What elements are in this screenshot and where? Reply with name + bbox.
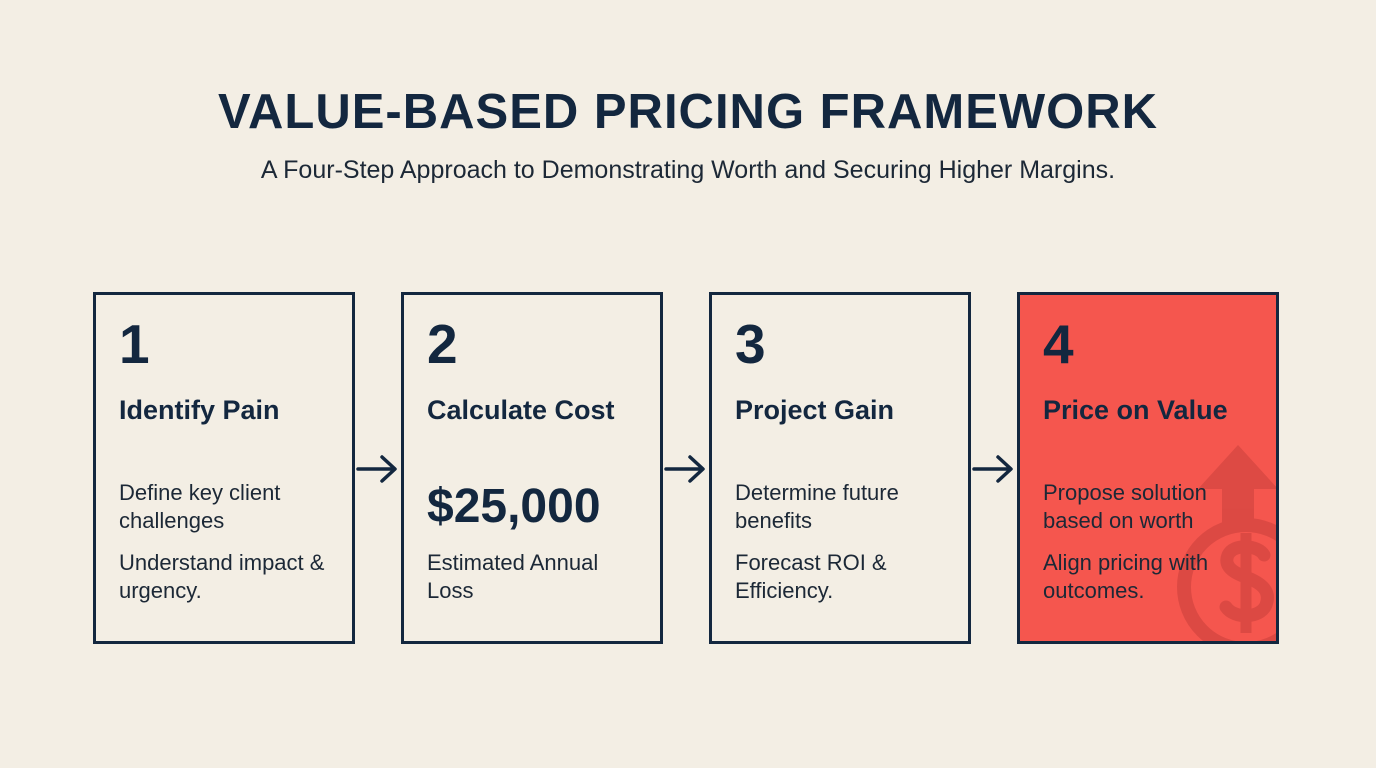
step-title: Project Gain <box>735 395 895 425</box>
step-number: 4 <box>1043 313 1074 375</box>
step-number: 2 <box>427 313 458 375</box>
page-subtitle: A Four-Step Approach to Demonstrating Wo… <box>260 156 1116 184</box>
arrow-right-icon <box>356 455 397 483</box>
step-card-calculate-cost: 2 Calculate Cost $25,000 Estimated Annua… <box>401 292 663 644</box>
step-number: 1 <box>119 313 150 375</box>
step-card-identify-pain: 1 Identify Pain Define key client challe… <box>93 292 355 644</box>
step-detail: Forecast ROI & Efficiency. <box>735 550 887 603</box>
step-detail: Understand impact & urgency. <box>119 550 325 603</box>
step-description: Propose solution based on worth <box>1043 480 1207 533</box>
step-number: 3 <box>735 313 766 375</box>
dollar-growth-icon <box>1177 445 1276 641</box>
step-title: Calculate Cost <box>427 395 615 425</box>
step-detail: Estimated Annual Loss <box>427 550 599 603</box>
step-content: 4 Price on Value Propose solution based … <box>1020 295 1276 641</box>
step-description: Define key client challenges <box>119 480 281 533</box>
page-title: VALUE-BASED PRICING FRAMEWORK <box>217 85 1159 139</box>
step-detail: Align pricing with outcomes. <box>1043 550 1209 603</box>
arrow-right-icon <box>664 455 705 483</box>
step-card-price-on-value: 4 Price on Value Propose solution based … <box>1017 292 1279 644</box>
cost-value: $25,000 <box>427 480 601 533</box>
step-title: Price on Value <box>1043 395 1228 425</box>
step-title: Identify Pain <box>119 395 280 425</box>
step-card-project-gain: 3 Project Gain Determine future benefits… <box>709 292 971 644</box>
arrow-right-icon <box>972 455 1013 483</box>
step-description: Determine future benefits <box>735 480 899 533</box>
